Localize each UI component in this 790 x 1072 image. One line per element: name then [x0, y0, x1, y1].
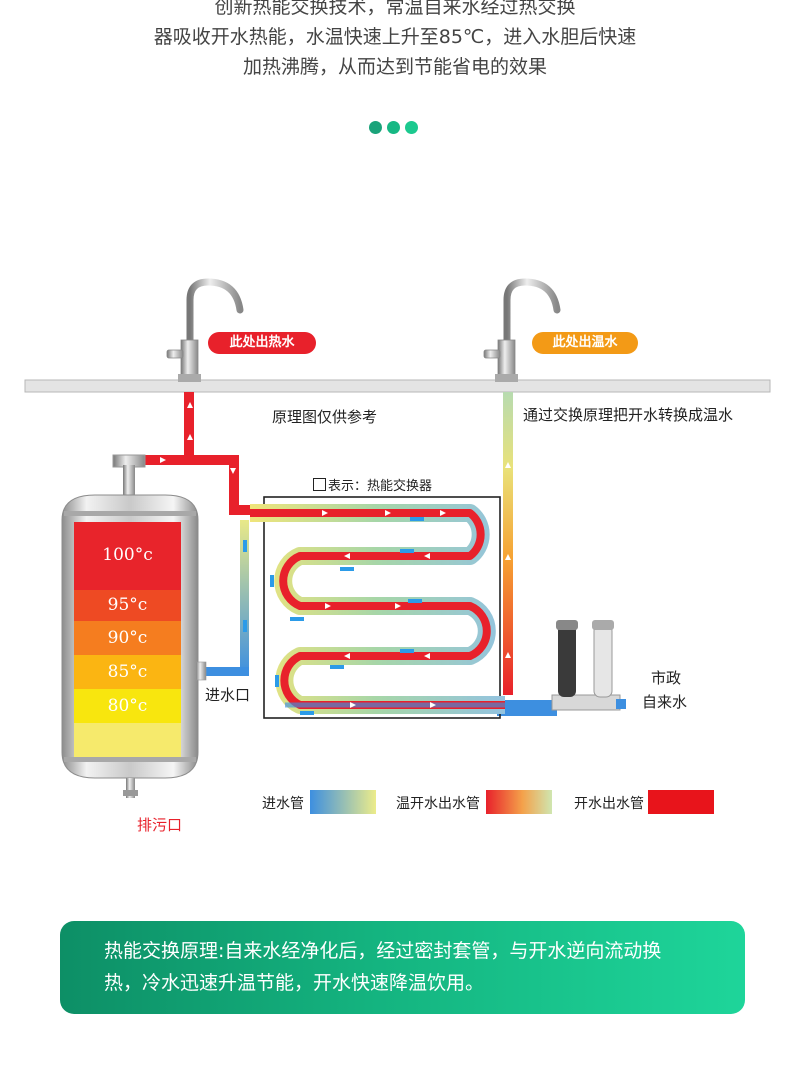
hot-water-pipe: [140, 392, 269, 515]
municipal-label-2: 自来水: [642, 693, 688, 711]
temp-95: 95°c: [107, 595, 148, 615]
box-symbol-icon: [313, 478, 326, 491]
intro-text: 创新热能交换技术，常温自来水经过热交换 器吸收开水热能，水温快速上升至85℃，进…: [0, 0, 790, 82]
intro-line-1: 创新热能交换技术，常温自来水经过热交换: [214, 0, 576, 18]
counter-flow-arrows: [243, 517, 424, 715]
hot-water-label: 此处出热水: [208, 332, 316, 354]
legend-inlet-label: 进水管: [262, 796, 304, 812]
water-filter-unit: [551, 620, 626, 711]
intro-line-2: 器吸收开水热能，水温快速上升至85℃，进入水胆后快速: [153, 26, 637, 48]
section-dots: [369, 121, 418, 134]
exchanger-legend-text: 表示：热能交换器: [328, 479, 433, 494]
exchanger-legend: 表示：热能交换器: [313, 475, 432, 494]
temp-90: 90°c: [107, 628, 148, 648]
heat-exchanger-box: [263, 496, 501, 719]
exchange-note: 通过交换原理把开水转换成温水: [523, 406, 734, 424]
inlet-label: 进水口: [205, 686, 251, 704]
intro-line-3: 加热沸腾，从而达到节能省电的效果: [242, 56, 547, 78]
hot-water-faucet: [166, 278, 244, 382]
temp-80: 80°c: [107, 696, 148, 716]
inlet-pipe: [200, 520, 249, 676]
hot-pipe-swatch: [648, 790, 714, 814]
drain-label: 排污口: [137, 816, 183, 834]
temp-85: 85°c: [107, 662, 148, 682]
legend-hot-label: 开水出水管: [574, 796, 644, 812]
schematic-note: 原理图仅供参考: [272, 408, 378, 426]
inlet-pipe-swatch: [310, 790, 376, 814]
municipal-pipe: [497, 700, 557, 716]
dot-2: [387, 121, 400, 134]
counter-shelf: [24, 379, 771, 393]
dot-3: [405, 121, 418, 134]
dot-1: [369, 121, 382, 134]
warm-water-pipe: [503, 392, 513, 695]
exchanger-coil-inner: [250, 509, 505, 709]
banner-line-1: 热能交换原理:自来水经净化后，经过密封套管，与开水逆向流动换: [104, 940, 662, 962]
warm-pipe-swatch: [486, 790, 552, 814]
banner-line-2: 热，冷水迅速升温节能，开水快速降温饮用。: [104, 972, 485, 994]
warm-water-faucet: [483, 278, 561, 382]
temp-100: 100°c: [102, 545, 153, 565]
flow-arrows: [160, 402, 511, 708]
boiler-tank: [61, 454, 207, 798]
warm-water-label: 此处出温水: [532, 332, 638, 354]
legend-warm-label: 温开水出水管: [396, 796, 480, 812]
principle-banner: 热能交换原理:自来水经净化后，经过密封套管，与开水逆向流动换 热，冷水迅速升温节…: [60, 921, 745, 1014]
municipal-label-1: 市政: [651, 669, 682, 687]
